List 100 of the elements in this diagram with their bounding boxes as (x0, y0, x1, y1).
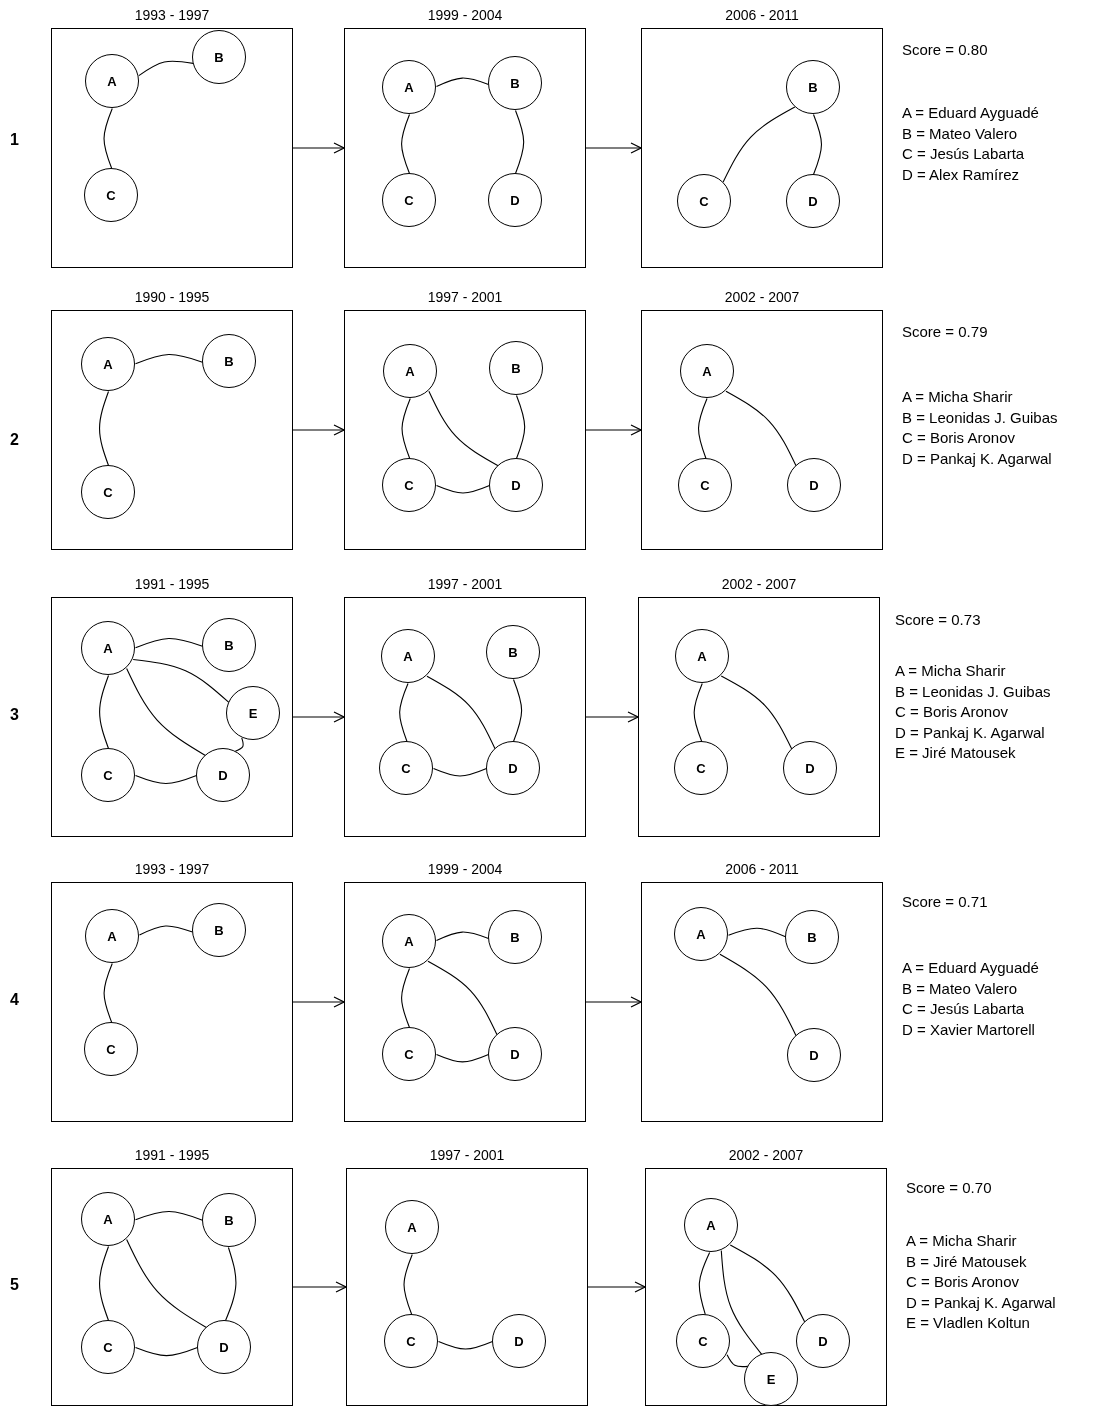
arrow (292, 142, 345, 154)
score-text: Score = 0.70 (906, 1179, 992, 1197)
author-circle: B (202, 334, 256, 388)
author-circle: C (81, 748, 135, 802)
author-circle: B (192, 903, 246, 957)
arrow (587, 1281, 646, 1293)
author-circle: A (684, 1198, 738, 1252)
connector-line (693, 682, 703, 743)
connector-line (399, 682, 409, 743)
connector-line (134, 774, 198, 785)
connector-line (812, 113, 823, 176)
author-circle: B (489, 341, 543, 395)
arrow (292, 996, 345, 1008)
author-key-text: B = Mateo Valero (902, 979, 1018, 998)
connector-line (234, 737, 244, 752)
author-circle: A (81, 621, 135, 675)
arrow (585, 142, 642, 154)
connector-line (126, 1238, 207, 1329)
author-circle: C (81, 1320, 135, 1374)
author-key-text: B = Mateo Valero (902, 124, 1018, 143)
author-circle: D (197, 1320, 251, 1374)
author-key-text: D = Pankaj K. Agarwal (895, 723, 1045, 742)
author-circle: D (796, 1314, 850, 1368)
arrow (585, 996, 642, 1008)
row-number: 3 (10, 706, 19, 724)
connector-line (435, 484, 491, 494)
author-key-text: C = Boris Aronov (906, 1273, 1019, 1291)
period-title: 1997 - 2001 (426, 576, 504, 592)
author-key-text: B = Leonidas J. Guibas (895, 682, 1051, 701)
connector-line (138, 60, 194, 77)
connector-line (403, 1253, 413, 1316)
connector-line (99, 1245, 110, 1322)
author-circle: B (488, 56, 542, 110)
author-key-text: A = Eduard Ayguadé (902, 104, 1039, 122)
author-circle: C (382, 173, 436, 227)
author-key-text: A = Micha Sharir (902, 388, 1013, 406)
score-text: Score = 0.73 (895, 611, 981, 629)
connector-line (435, 77, 490, 88)
author-circle: A (383, 344, 437, 398)
connector-line (435, 931, 490, 942)
connector-line (437, 1340, 494, 1350)
author-circle: D (488, 173, 542, 227)
connector-line (103, 962, 113, 1024)
author-circle: C (84, 168, 138, 222)
connector-line (132, 659, 230, 703)
author-circle: C (81, 465, 135, 519)
author-circle: B (786, 60, 840, 114)
connector-line (725, 390, 797, 467)
author-circle: B (488, 910, 542, 964)
author-circle: A (85, 909, 139, 963)
author-key-text: E = Vladlen Koltun (906, 1314, 1030, 1332)
author-circle: D (492, 1314, 546, 1368)
period-title: 2002 - 2007 (723, 289, 801, 305)
period-title: 1999 - 2004 (426, 861, 504, 877)
author-circle: D (196, 748, 250, 802)
connector-line (435, 1053, 490, 1063)
author-circle: A (675, 629, 729, 683)
author-circle: A (382, 914, 436, 968)
author-circle: C (379, 741, 433, 795)
author-key-text: C = Jesús Labarta (902, 1000, 1025, 1018)
author-circle: B (202, 1193, 256, 1247)
period-title: 1990 - 1995 (133, 289, 211, 305)
author-key-text: E = Jiré Matousek (895, 744, 1016, 762)
connector-line (99, 390, 110, 467)
period-title: 2002 - 2007 (727, 1147, 805, 1163)
author-key-text: C = Boris Aronov (902, 429, 1015, 447)
arrow (292, 711, 345, 723)
connector-line (401, 397, 411, 460)
connector-line (719, 953, 797, 1037)
author-circle: C (674, 741, 728, 795)
period-title: 2006 - 2011 (724, 7, 800, 23)
author-circle: B (486, 625, 540, 679)
connector-line (401, 113, 411, 175)
score-text: Score = 0.71 (902, 893, 988, 911)
connector-line (727, 927, 787, 938)
author-key-text: D = Xavier Martorell (902, 1020, 1035, 1039)
author-key-text: D = Alex Ramírez (902, 165, 1020, 184)
arrow (585, 424, 642, 436)
connector-line (126, 667, 206, 757)
author-circle: D (783, 741, 837, 795)
author-key-text: A = Eduard Ayguadé (902, 959, 1039, 977)
period-title: 1997 - 2001 (426, 289, 504, 305)
connector-line (697, 397, 708, 460)
connector-line (698, 1251, 711, 1316)
arrow (292, 424, 345, 436)
author-circle: C (84, 1022, 138, 1076)
author-key-text: A = Micha Sharir (906, 1232, 1017, 1250)
author-key-text: C = Boris Aronov (895, 703, 1008, 721)
period-title: 2006 - 2011 (724, 861, 800, 877)
author-circle: D (787, 458, 841, 512)
author-key-text: D = Pankaj K. Agarwal (906, 1293, 1056, 1312)
score-text: Score = 0.79 (902, 323, 988, 341)
author-key-text: A = Micha Sharir (895, 662, 1006, 680)
arrow (585, 711, 639, 723)
score-text: Score = 0.80 (902, 41, 988, 59)
period-title: 1993 - 1997 (133, 861, 211, 877)
author-circle: D (488, 1027, 542, 1081)
connector-line (722, 106, 796, 183)
author-circle: D (489, 458, 543, 512)
period-title: 1997 - 2001 (428, 1147, 506, 1163)
